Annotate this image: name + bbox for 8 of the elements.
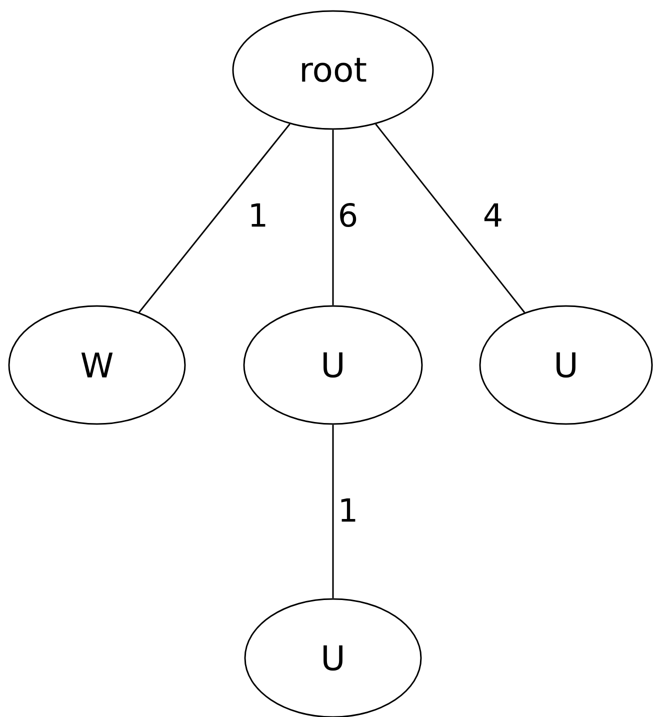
- edge-label: 1: [246, 202, 270, 228]
- edge-line: [375, 124, 526, 313]
- edge-line: [138, 124, 290, 313]
- edge-label: 4: [482, 202, 504, 228]
- edge-line: [332, 424, 334, 598]
- edge-label: 6: [336, 202, 360, 228]
- edge-label: 1: [336, 497, 360, 523]
- edge-line: [332, 130, 334, 306]
